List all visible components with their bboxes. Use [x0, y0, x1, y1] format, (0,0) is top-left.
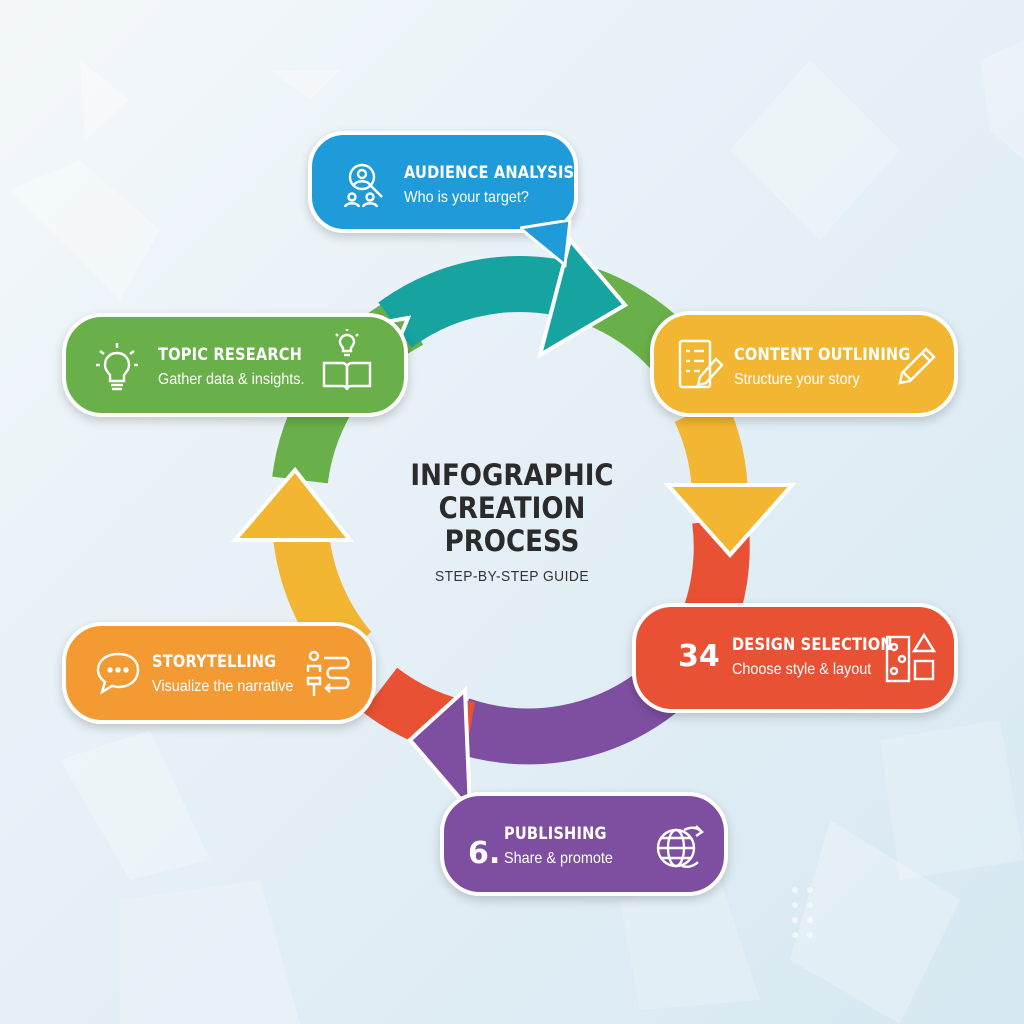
step-number: 34 — [678, 639, 720, 674]
ring-segment-purple — [450, 667, 678, 765]
arrowhead-orange — [230, 466, 355, 542]
step-title: CONTENT OUTLINING — [734, 345, 911, 365]
lightbulb-icon — [96, 343, 138, 391]
step-title: TOPIC RESEARCH — [158, 345, 303, 365]
story-path-icon — [306, 650, 350, 696]
step-title: DESIGN SELECTION — [732, 635, 893, 655]
step-number: 6. — [468, 836, 501, 871]
arrowhead-purple — [407, 685, 473, 816]
center-subtitle: STEP-BY-STEP GUIDE — [434, 568, 589, 585]
step-topic-research: TOPIC RESEARCH Gather data & insights. — [62, 313, 408, 417]
step-audience-analysis: AUDIENCE ANALYSIS Who is your target? — [308, 131, 578, 233]
center-title-line-1: INFOGRAPHIC — [410, 458, 614, 492]
center-title-line-3: PROCESS — [444, 524, 580, 558]
step-content-outlining: CONTENT OUTLINING Structure your story — [650, 311, 958, 417]
speech-bubble-icon — [96, 652, 140, 695]
magnifier-people-icon — [343, 163, 383, 208]
step-design-selection: 34 DESIGN SELECTION Choose style & layou… — [632, 603, 958, 713]
shapes-layout-icon — [885, 632, 937, 683]
step-subtitle: Choose style & layout — [732, 661, 872, 678]
step-title: STORYTELLING — [152, 652, 277, 672]
speech-tail-audience — [520, 220, 572, 268]
open-book-idea-icon — [322, 329, 372, 391]
step-subtitle: Visualize the narrative — [152, 678, 294, 695]
step-title: AUDIENCE ANALYSIS — [404, 163, 575, 183]
pencil-icon — [898, 347, 936, 385]
step-title: PUBLISHING — [504, 824, 607, 844]
step-publishing: 6. PUBLISHING Share & promote — [440, 792, 728, 896]
step-subtitle: Who is your target? — [404, 189, 529, 206]
step-subtitle: Gather data & insights. — [158, 371, 305, 388]
arrowhead-teal — [536, 235, 629, 360]
arrowhead-yellow — [663, 483, 797, 559]
globe-arrows-icon — [656, 825, 704, 868]
checklist-pencil-icon — [678, 339, 724, 389]
step-subtitle: Structure your story — [734, 371, 860, 388]
center-title-line-2: CREATION — [438, 491, 586, 525]
step-storytelling: STORYTELLING Visualize the narrative — [62, 622, 376, 724]
step-subtitle: Share & promote — [504, 850, 613, 867]
